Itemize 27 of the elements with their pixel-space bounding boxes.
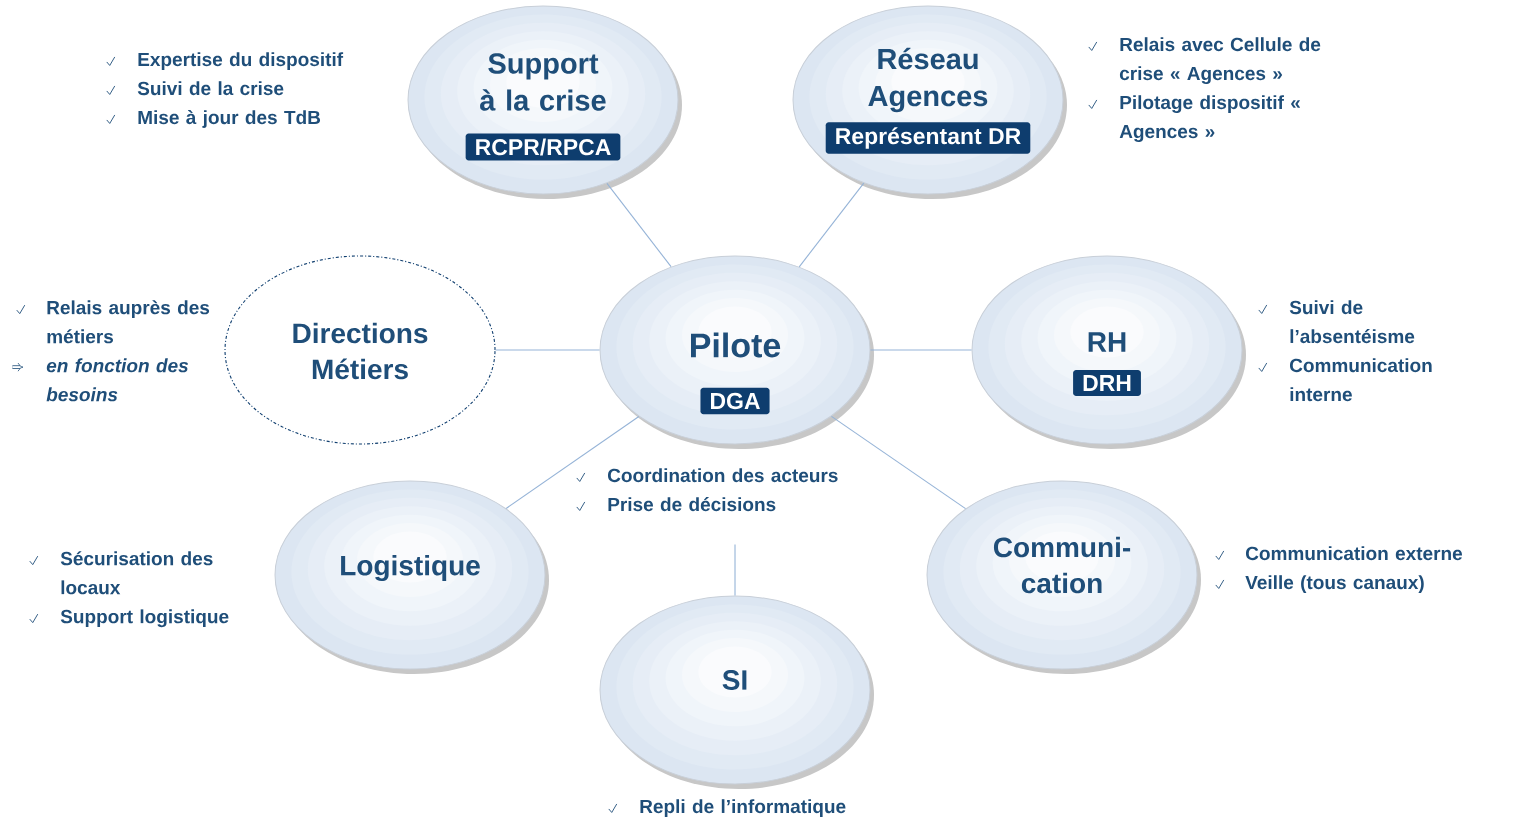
connector-line [734, 543, 736, 597]
badge: RCPR/RPCA [465, 133, 621, 161]
badge: Représentant DR [825, 122, 1031, 154]
connector-line [830, 415, 967, 510]
bullet-text: Sécurisation des locaux [60, 551, 213, 595]
bullet-text: en fonction des besoins [46, 358, 189, 402]
bullet-text: Communication interne [1290, 358, 1432, 402]
badge: DRH [1073, 370, 1141, 396]
badge: DGA [700, 387, 770, 415]
bullet-text: Communication externe [1246, 546, 1463, 561]
connector-line [606, 182, 672, 268]
bullet-text: Suivi de l’absentéisme [1289, 300, 1415, 344]
bullet-text: Pilotage dispositif « Agences » [1119, 95, 1300, 142]
connector-line [869, 349, 973, 351]
bullet-text: Veille (tous canaux) [1245, 575, 1424, 593]
bullet-text: Expertise du dispositif [138, 52, 344, 70]
bullet-text: Relais avec Cellule de crise « Agences » [1119, 37, 1321, 84]
bullet-text: Mise à jour des TdB [138, 110, 321, 128]
bullet-text: Repli de l’informatique [640, 799, 846, 817]
bullet-text: Prise de décisions [608, 497, 776, 512]
bullet-text: Coordination des acteurs [608, 468, 838, 483]
connector-line [798, 182, 865, 268]
node-label: Directions Métiers [293, 322, 428, 380]
bullet-text: Support logistique [60, 609, 229, 628]
connector-line [505, 416, 640, 509]
connector-line [495, 349, 601, 351]
bullet-text: Suivi de la crise [137, 81, 284, 96]
